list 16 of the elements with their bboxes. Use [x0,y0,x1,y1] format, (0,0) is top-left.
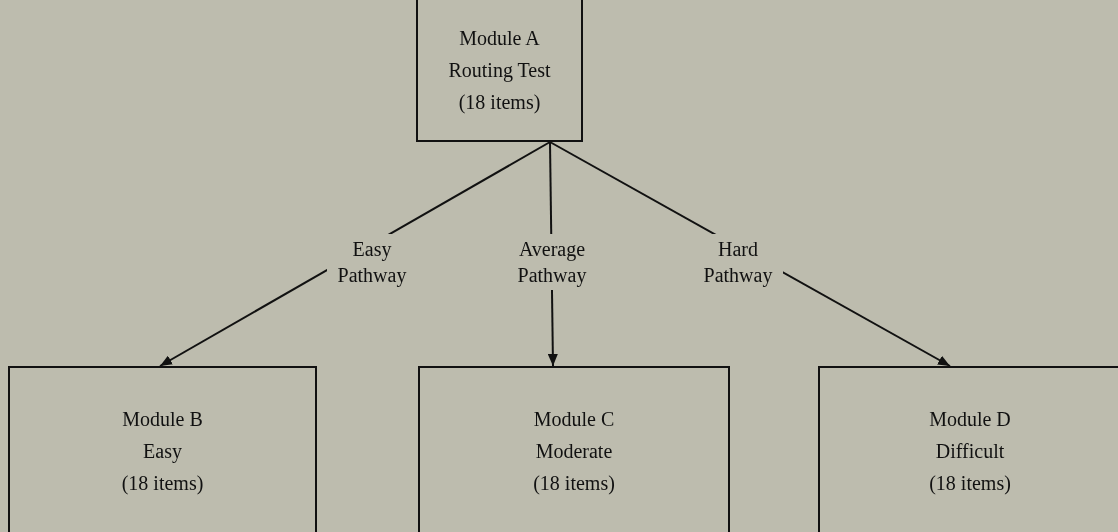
module-box [418,366,730,532]
module-text: Difficult [935,439,1005,464]
module-text: Moderate [535,439,613,464]
module-text: Easy [143,439,182,465]
module-title: Module D [929,407,1011,432]
module-text: (18 items) [929,471,1011,497]
module-text: (18 items) [458,90,541,116]
module-box [8,366,317,532]
module-text: (18 items) [533,471,615,497]
module-box [416,0,583,142]
module-text: Routing Test [448,58,551,84]
module-title: Module B [122,407,203,432]
module-text: (18 items) [121,471,204,497]
module-title: Module C [533,407,615,432]
module-box [818,366,1118,532]
module-title: Module A [459,26,540,51]
